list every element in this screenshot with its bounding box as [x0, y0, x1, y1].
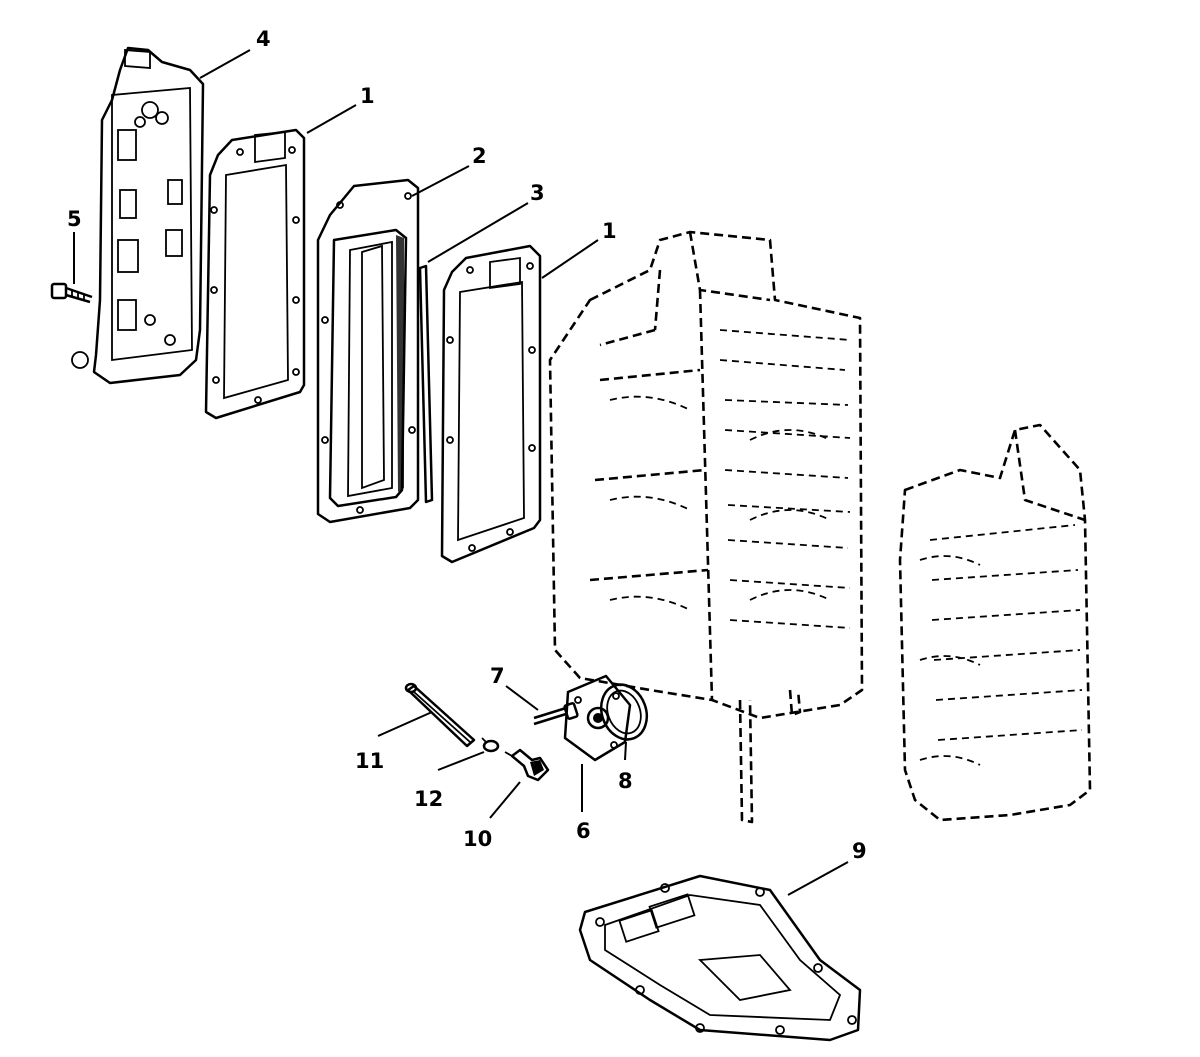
leader-8 — [624, 741, 627, 761]
second-block-phantom — [898, 423, 1092, 822]
callout-9: 9 — [852, 839, 867, 863]
part-8-gasket-ring — [599, 683, 649, 741]
callout-6: 6 — [576, 819, 591, 843]
leader-7 — [505, 685, 539, 711]
leader-9 — [787, 861, 849, 896]
callout-4: 4 — [256, 27, 271, 51]
callout-1-upper: 1 — [360, 84, 375, 108]
callout-11: 11 — [355, 749, 384, 773]
leader-12 — [437, 751, 485, 771]
part-9-base-gasket — [578, 874, 862, 1042]
callout-12: 12 — [414, 787, 443, 811]
part-11-tube — [404, 682, 476, 748]
part-5-bolt — [50, 282, 93, 304]
callout-2: 2 — [472, 144, 487, 168]
part-4-cover-plate — [71, 46, 205, 385]
callout-7: 7 — [490, 664, 505, 688]
leader-lines — [73, 49, 849, 896]
leader-2 — [411, 165, 470, 197]
part-10-elbow-fitting — [504, 748, 550, 782]
part-7-bolt — [533, 702, 579, 726]
leader-4 — [199, 49, 251, 79]
callout-3: 3 — [530, 181, 545, 205]
part-3-strip — [418, 264, 434, 504]
part-1-gasket-left — [204, 128, 306, 420]
callout-numbers: 4 1 2 3 1 5 7 11 12 10 6 8 9 — [67, 27, 867, 863]
part-12-clamp — [481, 737, 500, 753]
part-2-adaptor-plate — [316, 178, 420, 524]
leader-11 — [377, 711, 433, 737]
callout-1-lower: 1 — [602, 219, 617, 243]
engine-block-phantom — [548, 230, 864, 824]
leader-1a — [306, 104, 357, 134]
leader-3 — [427, 202, 529, 263]
leader-10 — [489, 781, 521, 819]
callout-10: 10 — [463, 827, 492, 851]
part-1-gasket-right — [440, 244, 542, 564]
callout-5: 5 — [67, 207, 82, 231]
callout-8: 8 — [618, 769, 633, 793]
leader-1b — [541, 239, 599, 279]
